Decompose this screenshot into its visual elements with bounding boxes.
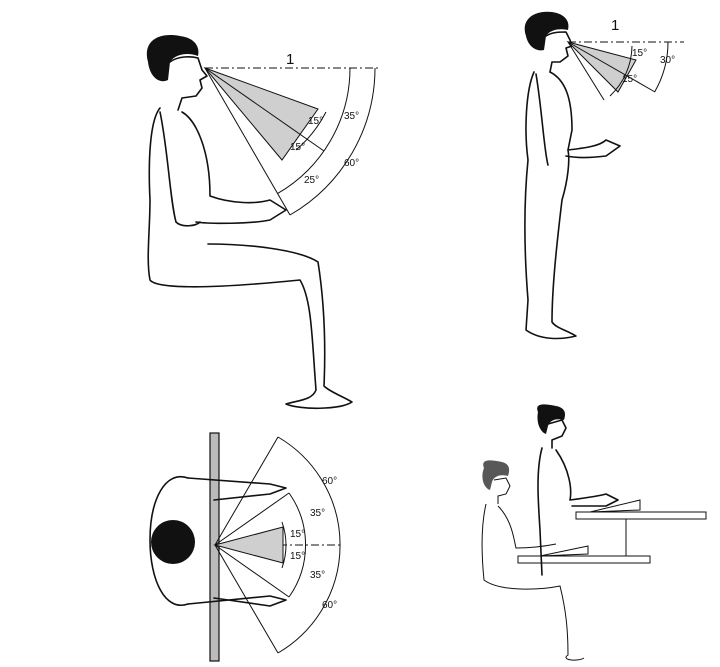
standing-angle-lower-15: 15° <box>622 74 637 85</box>
standing-desk <box>575 511 707 520</box>
seated-figure <box>146 35 353 410</box>
top-angle-35-upper: 35° <box>310 508 325 519</box>
seated-desk <box>517 555 651 564</box>
top-view-sight-lines <box>213 436 342 654</box>
top-optimal-zone <box>213 526 284 564</box>
workstation-figures <box>481 404 707 661</box>
top-angle-15-upper: 15° <box>290 529 305 540</box>
top-angle-15-lower: 15° <box>290 551 305 562</box>
seated-distance-label: 1 <box>286 51 294 68</box>
standing-angle-upper-15: 15° <box>632 48 647 59</box>
seated-angle-upper-15: 15° <box>308 116 323 127</box>
top-angle-60-upper: 60° <box>322 476 337 487</box>
seated-sight-lines <box>203 66 378 216</box>
seated-angle-60: 60° <box>344 158 359 169</box>
wall-section <box>209 432 220 662</box>
top-view-figure <box>149 432 287 662</box>
seated-angle-lower-15: 15° <box>290 142 305 153</box>
standing-angle-30: 30° <box>660 55 675 66</box>
top-angle-35-lower: 35° <box>310 570 325 581</box>
standing-figure <box>524 11 621 340</box>
top-angle-60-lower: 60° <box>322 600 337 611</box>
seated-angle-35: 35° <box>344 111 359 122</box>
seated-angle-25: 25° <box>304 175 319 186</box>
standing-sight-lines <box>566 41 684 101</box>
standing-distance-label: 1 <box>611 17 619 34</box>
